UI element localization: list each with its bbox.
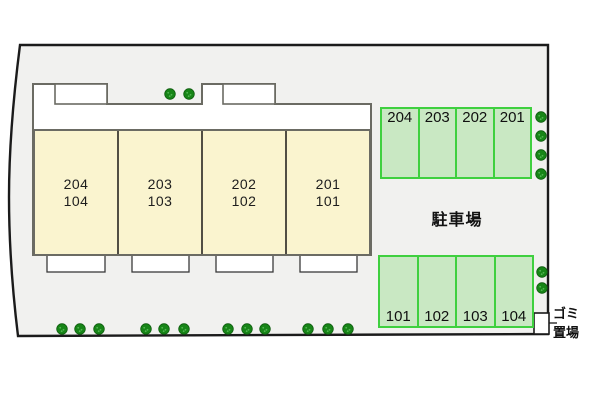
unit-upper-label: 201 bbox=[315, 175, 341, 192]
tree-icon bbox=[536, 282, 548, 294]
parking-row-top: 204 203 202 201 bbox=[380, 107, 532, 179]
unit-202-102: 202 102 bbox=[203, 131, 287, 254]
unit-203-103: 203 103 bbox=[119, 131, 203, 254]
tree-icon bbox=[342, 323, 354, 335]
stall-label: 101 bbox=[385, 308, 411, 325]
unit-upper-label: 202 bbox=[231, 175, 257, 192]
parking-stall-104: 104 bbox=[496, 257, 533, 326]
trees-layer bbox=[56, 88, 548, 335]
tree-icon bbox=[535, 149, 547, 161]
tree-icon bbox=[259, 323, 271, 335]
tree-icon bbox=[222, 323, 234, 335]
garbage-box bbox=[533, 312, 550, 335]
tree-icon bbox=[56, 323, 68, 335]
tree-icon bbox=[74, 323, 86, 335]
top-porch-2 bbox=[222, 83, 276, 105]
tree-icon bbox=[158, 323, 170, 335]
stall-label: 104 bbox=[501, 308, 527, 325]
unit-lower-label: 101 bbox=[315, 192, 341, 209]
tree-icon bbox=[322, 323, 334, 335]
stall-label: 202 bbox=[462, 109, 488, 126]
tree-icon bbox=[535, 168, 547, 180]
parking-stall-204: 204 bbox=[382, 109, 420, 177]
stall-label: 103 bbox=[462, 308, 488, 325]
unit-lower-label: 103 bbox=[147, 192, 173, 209]
tree-icon bbox=[241, 323, 253, 335]
tree-icon bbox=[535, 130, 547, 142]
stall-label: 203 bbox=[424, 109, 450, 126]
tree-icon bbox=[93, 323, 105, 335]
bottom-porch-2 bbox=[131, 254, 190, 273]
parking-stall-101: 101 bbox=[380, 257, 419, 326]
bottom-porch-4 bbox=[299, 254, 358, 273]
parking-row-bottom: 101 102 103 104 bbox=[378, 255, 534, 328]
stall-label: 204 bbox=[387, 109, 413, 126]
bottom-porch-1 bbox=[46, 254, 106, 273]
parking-stall-103: 103 bbox=[457, 257, 496, 326]
stall-label: 201 bbox=[499, 109, 525, 126]
parking-stall-202: 202 bbox=[457, 109, 495, 177]
tree-icon bbox=[302, 323, 314, 335]
building-units: 204 104 203 103 202 102 201 101 bbox=[33, 129, 371, 256]
tree-icon bbox=[183, 88, 195, 100]
tree-icon bbox=[178, 323, 190, 335]
bottom-porch-3 bbox=[215, 254, 274, 273]
unit-201-101: 201 101 bbox=[287, 131, 369, 254]
parking-stall-203: 203 bbox=[420, 109, 457, 177]
garbage-area-label: ゴミ 置場 bbox=[553, 305, 595, 343]
unit-upper-label: 203 bbox=[147, 175, 173, 192]
stall-label: 102 bbox=[424, 308, 450, 325]
unit-lower-label: 104 bbox=[63, 192, 89, 209]
tree-icon bbox=[140, 323, 152, 335]
top-porch-1 bbox=[54, 83, 108, 105]
parking-stall-201: 201 bbox=[495, 109, 531, 177]
unit-lower-label: 102 bbox=[231, 192, 257, 209]
tree-icon bbox=[535, 111, 547, 123]
unit-upper-label: 204 bbox=[63, 175, 89, 192]
garbage-label-line2: 置場 bbox=[553, 324, 580, 340]
tree-icon bbox=[536, 266, 548, 278]
parking-lot-label: 駐車場 bbox=[431, 212, 483, 229]
garbage-label-line1: ゴミ bbox=[553, 306, 580, 321]
parking-stall-102: 102 bbox=[419, 257, 457, 326]
unit-204-104: 204 104 bbox=[35, 131, 119, 254]
tree-icon bbox=[164, 88, 176, 100]
